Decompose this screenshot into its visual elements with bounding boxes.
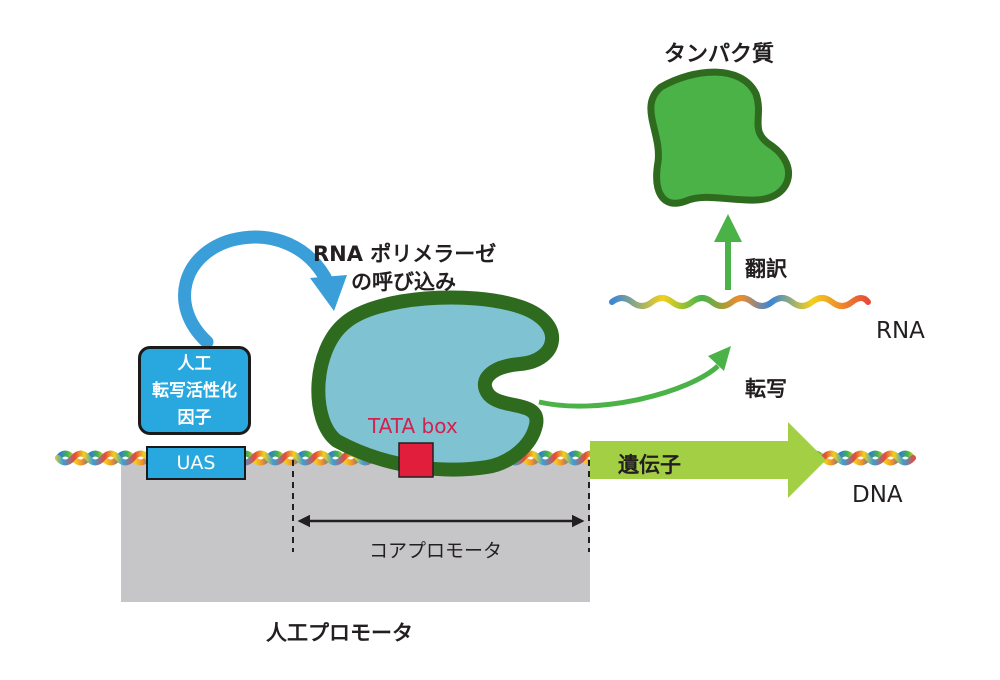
artificial-promoter-region [121, 460, 590, 602]
recruit-curve-arrow [178, 230, 335, 349]
factor-label-line-3: 因子 [177, 408, 212, 428]
recruit-label-line-2: の呼び込み [351, 270, 456, 294]
tata-box-label: TATA box [368, 414, 458, 438]
rna-strand [609, 295, 871, 309]
artificial-promoter-label: 人工プロモータ [266, 621, 413, 645]
rna-polymerase [311, 290, 559, 477]
factor-label-line-2: 転写活性化 [152, 381, 237, 401]
recruit-arrow-head [310, 275, 347, 311]
protein-label: タンパク質 [664, 42, 775, 67]
translation-label: 翻訳 [745, 257, 787, 281]
transcription-arrow [538, 364, 720, 409]
translation-arrow-head [714, 214, 742, 242]
artificial-transcription-activator: 人工 転写活性化 因子 [138, 346, 251, 435]
gene-label: 遺伝子 [618, 453, 681, 477]
transcription-label: 転写 [745, 377, 787, 401]
protein-shape [647, 68, 792, 207]
gene-arrow [590, 422, 826, 498]
rna-label: RNA [876, 318, 925, 344]
uas-box: UAS [146, 446, 246, 480]
factor-label-line-1: 人工 [177, 354, 212, 374]
transcription-arrow-head [708, 346, 731, 371]
tata-box-square [398, 442, 434, 478]
dna-label: DNA [852, 482, 903, 508]
recruit-label-line-1: RNA ポリメラーゼ [313, 242, 497, 266]
core-promoter-label: コアプロモータ [369, 540, 503, 562]
